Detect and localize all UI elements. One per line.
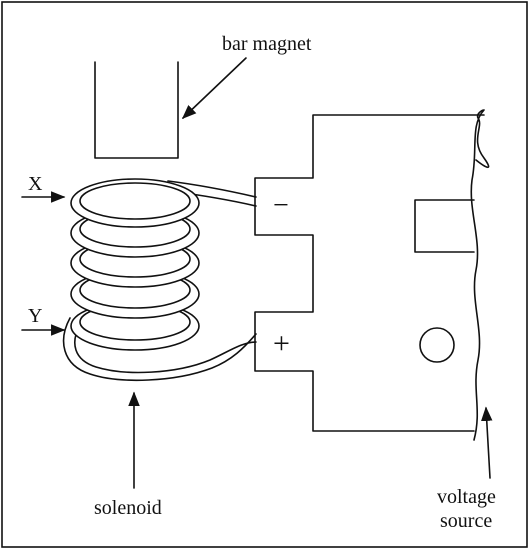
- positive-lead-wire-inner: [74, 324, 257, 374]
- voltage-source-indicator-circle: [419, 327, 455, 363]
- voltage-source-body: [254, 114, 485, 432]
- negative-lead-wire-outer: [167, 180, 257, 198]
- negative-terminal-sign: −: [273, 190, 289, 221]
- voltage-source-arrow: [480, 406, 493, 479]
- voltage-source-label-line1: voltage: [437, 486, 496, 508]
- solenoid-label: solenoid: [94, 497, 162, 519]
- bar-magnet-arrow: [181, 57, 247, 119]
- bar-magnet-label: bar magnet: [222, 33, 312, 55]
- coil-loop-top-inner: [79, 182, 191, 220]
- y-marker-label: Y: [28, 305, 42, 327]
- solenoid-coils: [70, 178, 200, 351]
- coil-loop-top: [70, 178, 200, 228]
- x-marker-label: X: [28, 173, 43, 195]
- positive-terminal-sign: +: [273, 327, 290, 360]
- bar-magnet-shape: [94, 61, 179, 159]
- voltage-source-label-line2: source: [440, 510, 492, 532]
- voltage-source-port: [414, 199, 475, 253]
- voltage-source-break-edge: [470, 109, 490, 441]
- positive-lead-wire-outer: [62, 317, 257, 382]
